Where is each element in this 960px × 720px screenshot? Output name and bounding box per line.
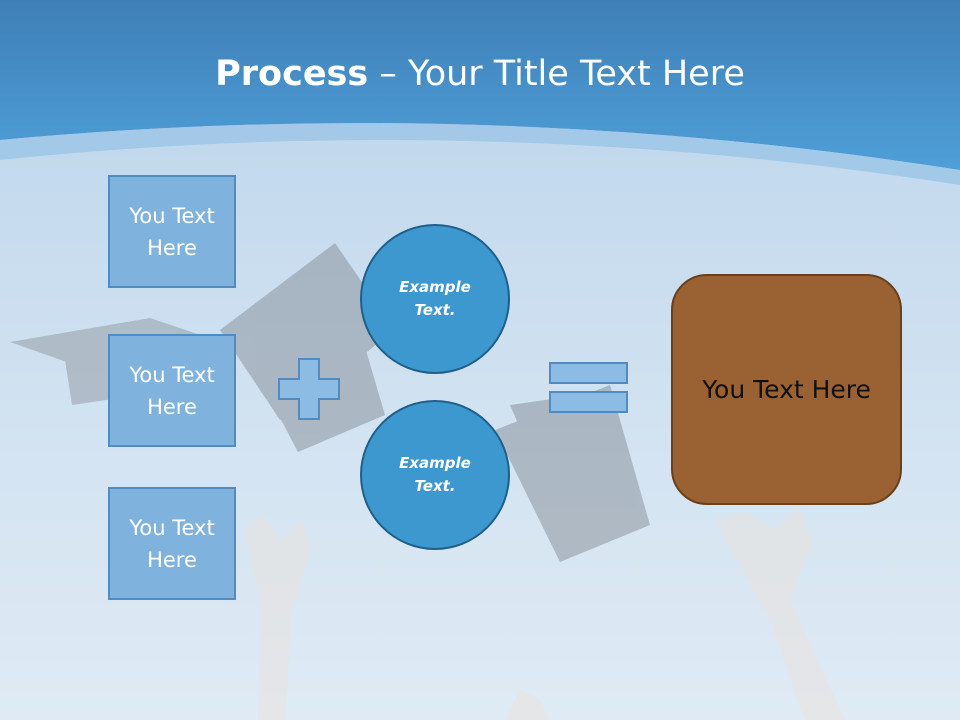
title-rest: – Your Title Text Here — [368, 54, 745, 94]
plus-icon — [278, 358, 340, 420]
text-box-3: You Text Here — [108, 487, 236, 600]
example-circle-2: Example Text. — [360, 400, 510, 550]
circle-label: Example Text. — [399, 454, 471, 495]
result-box: You Text Here — [671, 274, 902, 505]
text-box-2: You Text Here — [108, 334, 236, 447]
hands-silhouette — [245, 505, 845, 720]
header-swoosh — [0, 123, 960, 185]
title-bold: Process — [215, 54, 369, 94]
text-box-label: You Text Here — [129, 515, 215, 572]
result-label: You Text Here — [702, 375, 871, 404]
header-band — [0, 0, 960, 170]
example-circle-1: Example Text. — [360, 224, 510, 374]
text-box-label: You Text Here — [129, 362, 215, 419]
page-title: Process – Your Title Text Here — [0, 52, 960, 96]
equals-icon — [549, 362, 628, 413]
text-box-1: You Text Here — [108, 175, 236, 288]
text-box-label: You Text Here — [129, 203, 215, 260]
circle-label: Example Text. — [399, 278, 471, 319]
